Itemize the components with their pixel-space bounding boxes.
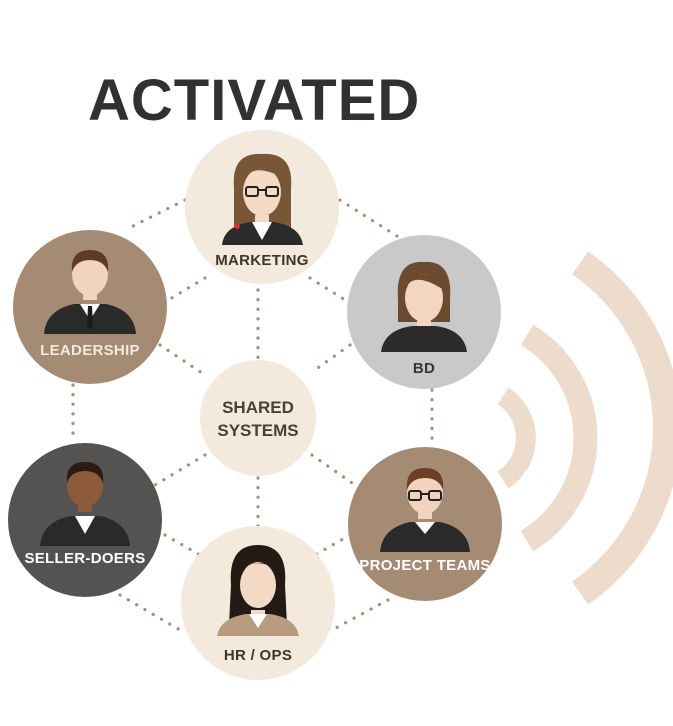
signal-arcs-icon	[497, 251, 673, 605]
signal-arc-large	[572, 251, 673, 605]
man-avatar-icon	[44, 250, 136, 334]
signal-arc-small	[497, 387, 536, 489]
bd-label: BD	[413, 360, 435, 377]
connector-lines	[71, 198, 434, 632]
center-label-line2: SYSTEMS	[217, 421, 298, 440]
signal-arc-medium	[520, 324, 598, 552]
seller-doers-label: SELLER-DOERS	[24, 550, 145, 567]
marketing-label: MARKETING	[215, 252, 309, 269]
connector-inner-7	[163, 533, 202, 557]
diagram-title: ACTIVATED	[88, 68, 421, 133]
connector-marketing-bd	[338, 198, 402, 240]
node-marketing: MARKETING	[185, 130, 339, 284]
connector-sellerdoers-hrops	[118, 593, 182, 632]
node-seller-doers: SELLER-DOERS	[8, 443, 162, 597]
project-teams-label: PROJECT TEAMS	[359, 557, 490, 574]
woman-avatar-icon	[381, 261, 467, 352]
man-with-glasses-avatar-icon	[380, 468, 470, 552]
center-label-line1: SHARED	[222, 398, 294, 417]
woman-avatar-icon	[222, 153, 303, 245]
connector-inner-5	[153, 453, 207, 487]
node-leadership: LEADERSHIP	[13, 230, 167, 384]
node-bd: BD	[347, 235, 501, 389]
connector-inner-6	[310, 453, 357, 487]
connector-inner-4	[310, 343, 352, 374]
connector-marketing-leadership	[123, 198, 187, 232]
man-avatar-icon	[40, 462, 130, 546]
leadership-label: LEADERSHIP	[40, 342, 140, 359]
connector-projectteams-hrops	[330, 598, 390, 632]
hr-ops-label: HR / OPS	[224, 647, 292, 664]
connector-inner-8	[313, 533, 352, 557]
connector-inner-2	[308, 276, 352, 305]
woman-avatar-icon	[217, 545, 299, 636]
node-hr-ops: HR / OPS	[181, 526, 335, 680]
shared-systems-node: SHARED SYSTEMS	[200, 360, 316, 476]
connector-inner-3	[158, 343, 207, 377]
connector-inner-1	[158, 276, 207, 307]
node-project-teams: PROJECT TEAMS	[348, 447, 502, 601]
